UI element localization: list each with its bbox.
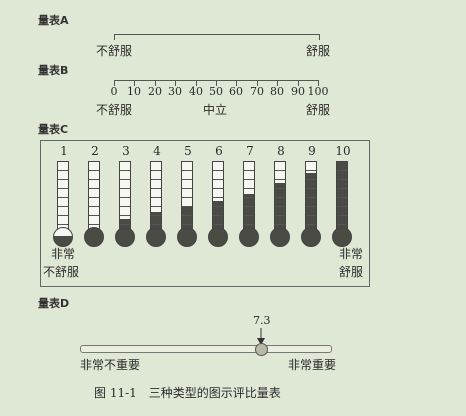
scale-b-tick-label: 0 (110, 85, 118, 98)
thermometer-number: 1 (60, 144, 68, 158)
scale-d-title: 量表D (38, 297, 70, 310)
thermometer-number: 3 (122, 144, 130, 158)
scale-b-line (114, 80, 319, 90)
thermometer-tube (150, 161, 162, 233)
thermometer-number: 6 (215, 144, 223, 158)
scale-a-line (114, 34, 320, 46)
scale-d-slider-track (80, 345, 332, 353)
scale-d-value-label: 7.3 (253, 314, 271, 327)
thermometer-tube (336, 161, 348, 233)
scale-b-tick (236, 80, 237, 86)
thermometer-tube (88, 161, 100, 233)
thermometer-tube (212, 161, 224, 233)
scale-c-title: 量表C (38, 123, 69, 136)
thermometer-tube (305, 161, 317, 233)
scale-a-right-label: 舒服 (306, 44, 331, 58)
thermometer-number: 10 (335, 144, 351, 158)
thermometer-graduations (244, 162, 254, 232)
scale-d-slider-thumb[interactable] (255, 343, 268, 356)
thermometer-bulb (332, 227, 352, 247)
thermometer-graduations (182, 162, 192, 232)
scale-c-left-label-line2: 不舒服 (43, 265, 80, 279)
thermometer-bulb (301, 227, 321, 247)
scale-d-right-label: 非常重要 (288, 358, 337, 372)
thermometer-graduations (213, 162, 223, 232)
scale-d-arrow-icon (255, 328, 267, 346)
thermometer-tube (119, 161, 131, 233)
scale-b-tick-label: 80 (270, 85, 284, 98)
scale-b-tick (257, 80, 258, 86)
scale-b-tick (196, 80, 197, 86)
thermometer-tube (181, 161, 193, 233)
thermometer-graduations (151, 162, 161, 232)
thermometer-number: 7 (246, 144, 254, 158)
scale-b-tick (155, 80, 156, 86)
figure-caption: 图 11-1 三种类型的图示评比量表 (94, 386, 281, 400)
thermometer-number: 8 (277, 144, 285, 158)
scale-a-left-label: 不舒服 (96, 44, 133, 58)
scale-b-tick-label: 60 (229, 85, 243, 98)
scale-b-tick (277, 80, 278, 86)
scale-b-tick-label: 20 (148, 85, 162, 98)
scale-b-tick (216, 80, 217, 86)
scale-b-tick (114, 80, 115, 86)
thermometer-graduations (89, 162, 99, 232)
thermometer-graduations (337, 162, 347, 232)
thermometer-bulb (53, 227, 73, 247)
scale-c-right-label-line2: 舒服 (339, 265, 364, 279)
scale-b-left-label: 不舒服 (96, 103, 133, 117)
scale-b-tick-label: 10 (127, 85, 141, 98)
thermometer-number: 5 (184, 144, 192, 158)
scale-b-right-label: 舒服 (306, 103, 331, 117)
thermometer-tube (243, 161, 255, 233)
thermometer-bulb (84, 227, 104, 247)
scale-d-left-label: 非常不重要 (80, 358, 141, 372)
scale-b-tick (175, 80, 176, 86)
thermometer-bulb (115, 227, 135, 247)
thermometer-number: 9 (308, 144, 316, 158)
scale-b-tick-label: 90 (291, 85, 305, 98)
scale-c-right-label-line1: 非常 (339, 247, 364, 261)
thermometer-tube (274, 161, 286, 233)
scale-b-tick-label: 40 (189, 85, 203, 98)
thermometer-number: 4 (153, 144, 161, 158)
thermometer-bulb (208, 227, 228, 247)
thermometer-bulb (239, 227, 259, 247)
thermometer-bulb (270, 227, 290, 247)
scale-b-tick-label: 70 (250, 85, 264, 98)
thermometer-graduations (275, 162, 285, 232)
thermometer-graduations (58, 162, 68, 232)
scale-b-middle-label: 中立 (203, 103, 228, 117)
thermometer-graduations (306, 162, 316, 232)
thermometer-tube (57, 161, 69, 233)
scale-b-tick-label: 30 (168, 85, 182, 98)
scale-b-tick-label: 50 (209, 85, 223, 98)
scale-c-thermometer-box: 1 2 3 4 5 6 7 8 9 10 非常 不舒服 非常 舒服 (40, 140, 370, 287)
thermometer-graduations (120, 162, 130, 232)
thermometer-bulb (177, 227, 197, 247)
scale-c-left-label-line1: 非常 (51, 247, 76, 261)
scale-b-tick-label: 100 (307, 85, 329, 98)
scale-b-tick (318, 80, 319, 86)
scale-b-tick (134, 80, 135, 86)
thermometer-number: 2 (91, 144, 99, 158)
scale-a-title: 量表A (38, 14, 69, 27)
scale-b-title: 量表B (38, 64, 69, 77)
thermometer-bulb (146, 227, 166, 247)
scale-b-tick (298, 80, 299, 86)
